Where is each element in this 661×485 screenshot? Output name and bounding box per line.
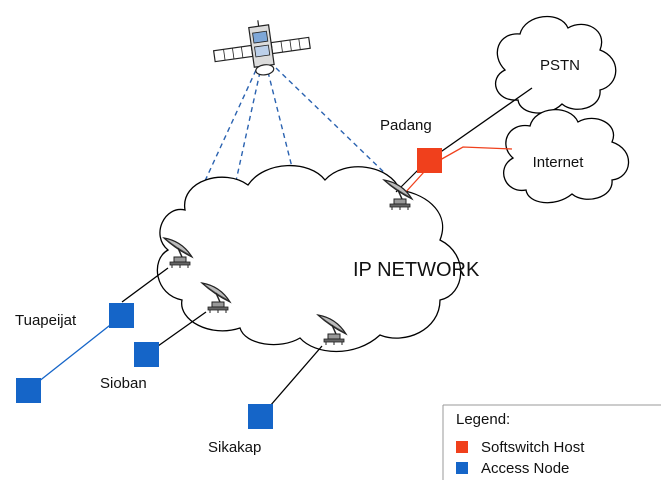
padang-label: Padang [380,117,432,134]
sat-link-tuapeijat [175,69,257,245]
legend: Legend: Softswitch Host Access Node [442,404,661,480]
pstn-label: PSTN [540,57,580,74]
link-padang-internet [439,146,513,161]
access-node-sikakap [248,404,273,429]
internet-cloud [503,109,630,204]
access-node-tuapeijat [109,303,134,328]
satellite-icon [212,20,311,76]
legend-title: Legend: [456,411,510,428]
link-padang-dish-red [403,171,425,195]
softswitch-host-padang [417,148,442,173]
legend-access-label: Access Node [481,460,569,477]
access-node-remote [16,378,41,403]
link-tuapeijat-dish [121,267,169,303]
legend-softswitch-swatch [456,441,468,453]
tuapeijat-label: Tuapeijat [15,312,77,329]
legend-access-swatch [456,462,468,474]
internet-label: Internet [533,154,585,171]
ip-network-label: IP NETWORK [353,259,480,281]
link-sioban-dish [157,311,207,347]
access-node-sioban [134,342,159,367]
ip-network-cloud [156,164,462,353]
link-sikakap-dish [269,345,323,407]
legend-softswitch-label: Softswitch Host [481,439,585,456]
sat-link-padang [275,67,393,181]
sioban-label: Sioban [100,375,147,392]
link-padang-pstn [431,87,533,159]
sikakap-label: Sikakap [208,439,261,456]
link-tuapeijat-remote [37,321,115,383]
pstn-cloud [495,15,617,114]
